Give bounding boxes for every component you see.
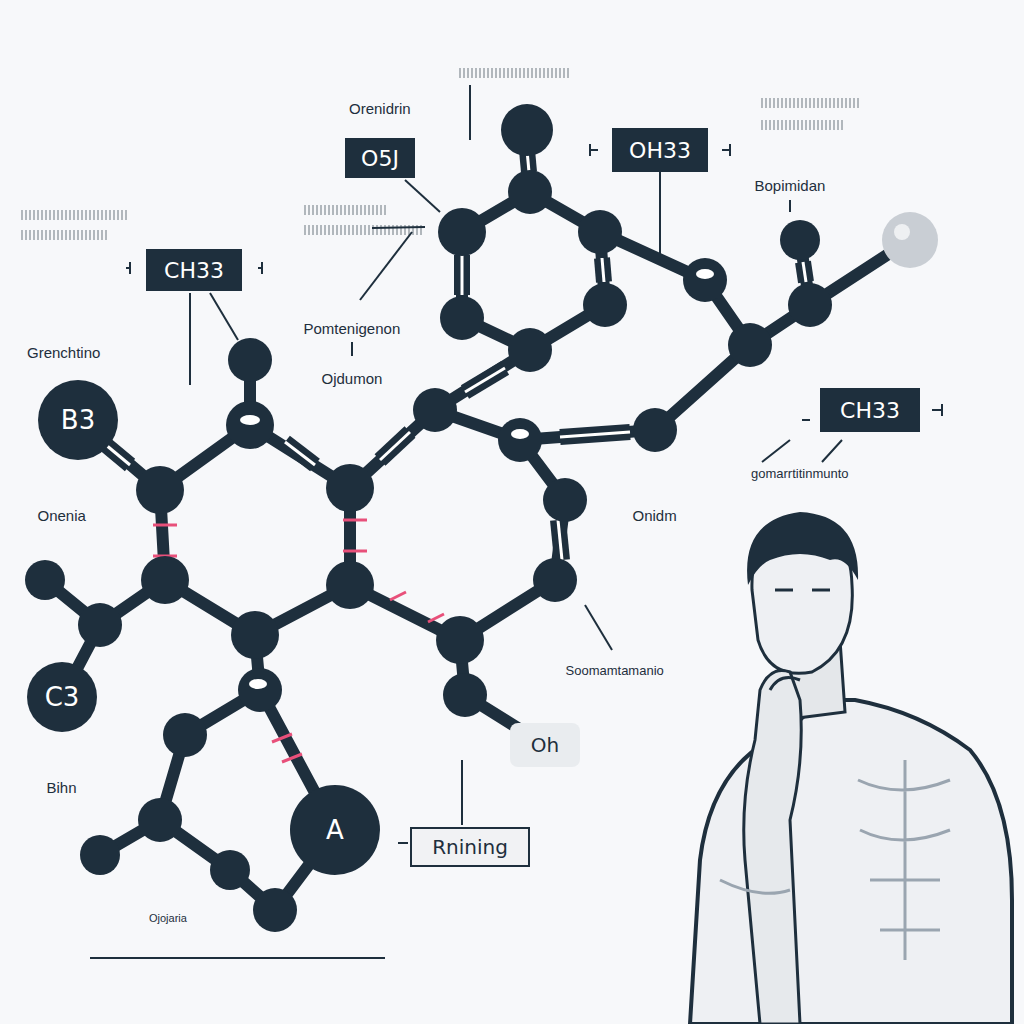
node-text: CH33 (164, 258, 224, 283)
formula-box: CH33 (820, 388, 920, 432)
molecule-label: Onidm (633, 507, 677, 524)
double-bonds (100, 150, 806, 560)
node-text: A (326, 815, 344, 845)
atom-circle: A (290, 785, 380, 875)
atom-circle: B3 (38, 380, 118, 460)
molecule-label: Pomtenigenon (304, 320, 401, 337)
molecule-label: Soomamtamanio (566, 663, 664, 678)
molecule-label: Onenia (38, 507, 86, 524)
gray-ball (882, 212, 938, 268)
molecule-label: Ojdumon (322, 370, 383, 387)
man-figure (690, 512, 1012, 1024)
molecule-label: Bopimidan (755, 177, 826, 194)
node-text: Rnining (432, 835, 508, 859)
gray-ball-shine (894, 224, 910, 240)
barcode-marks (22, 68, 858, 240)
node-text: OH33 (629, 138, 691, 163)
molecule-label: gomarrtitinmunto (751, 466, 849, 481)
molecule-label: Ojojaria (149, 912, 187, 924)
atom-highlights (240, 269, 714, 689)
label-box: Rnining (410, 827, 530, 867)
formula-box: O5J (345, 138, 415, 178)
atom-circle: C3 (27, 662, 97, 732)
node-text: CH33 (840, 398, 900, 423)
label-box: Oh (510, 723, 580, 767)
molecule-label: Bihn (47, 779, 77, 796)
formula-box: OH33 (612, 128, 708, 172)
molecule-label: Grenchtino (27, 344, 100, 361)
node-text: Oh (531, 733, 559, 757)
node-text: B3 (61, 405, 95, 435)
formula-box: CH33 (146, 249, 242, 291)
node-text: C3 (45, 682, 80, 712)
red-marks (153, 520, 444, 762)
node-text: O5J (361, 146, 399, 171)
double-bond-gaps (100, 150, 806, 560)
molecule-label: Orenidrin (349, 100, 411, 117)
